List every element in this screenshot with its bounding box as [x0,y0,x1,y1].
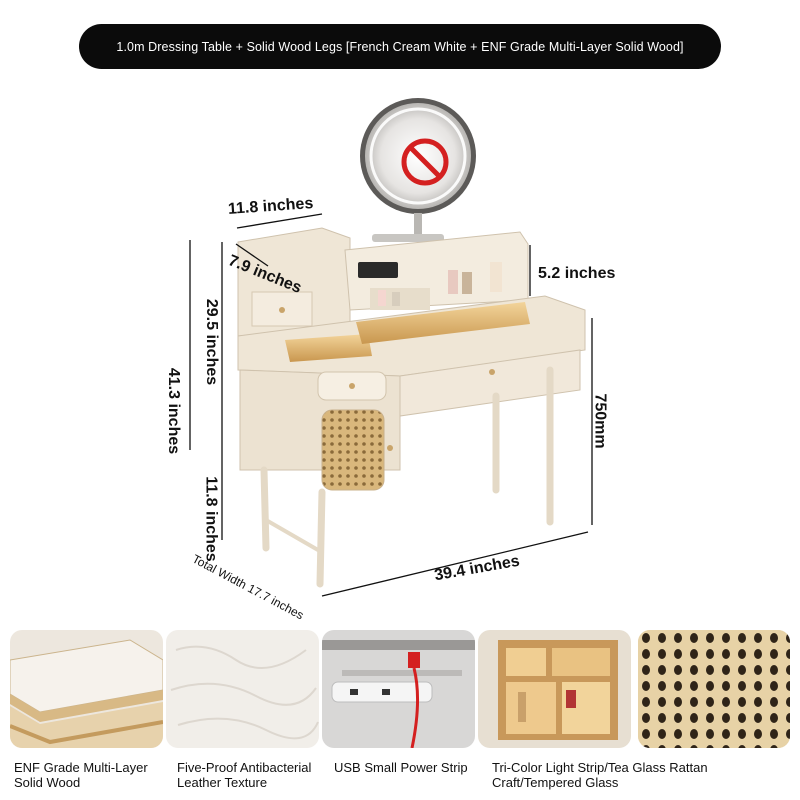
feature-caption-2: Five-Proof Antibacterial Leather Texture [177,760,312,790]
feature-caption-5: Rattan Craft/Tempered Glass [492,760,708,790]
dimension-lines [189,213,593,597]
total-height-label: 41.3 inches [165,367,183,455]
round-mirror [360,98,476,242]
top-shelf-unit [237,227,529,337]
light-drawer-icon [478,630,631,748]
rattan-weave-icon [638,630,790,748]
leg-height-label: 11.8 inches [202,476,220,562]
no-sign-icon [401,138,449,186]
feature-caption-3: USB Small Power Strip [334,760,468,775]
plywood-layers-icon [10,630,163,748]
leather-texture-icon [166,630,319,748]
feature-caption-4: Tri-Color Light Strip/Tea Glass Rattan C… [492,760,792,790]
legs [260,366,554,588]
usb-power-strip-icon [322,630,475,748]
title-text: 1.0m Dressing Table + Solid Wood Legs [F… [116,39,684,54]
dressing-table-illustration [189,98,593,597]
mirror-stand-label: 5.2 inches [538,265,616,282]
feature-caption-1: ENF Grade Multi-Layer Solid Wood [14,760,148,790]
side-height-label: 29.5 inches [203,298,221,386]
feature-caption-4a: Tri-Color Light Strip/Tea Glass [492,760,666,775]
title-banner: 1.0m Dressing Table + Solid Wood Legs [F… [79,24,721,69]
table-height-label: 750mm [591,393,609,449]
desk-body [237,295,586,491]
